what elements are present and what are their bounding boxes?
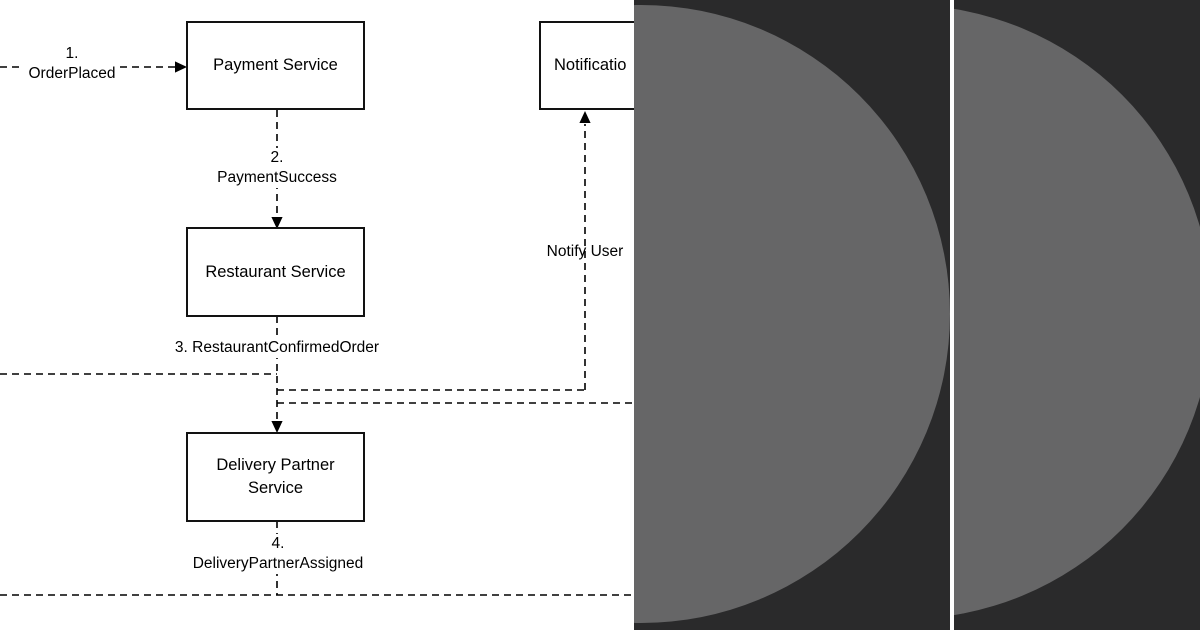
arrowhead-down-icon [271, 421, 283, 433]
node-delivery-partner-service-label: Delivery Partner Service [216, 456, 335, 497]
arrowhead-down-icon [271, 217, 283, 229]
edge-label-deliveryassigned-number: 4. [271, 535, 285, 552]
edge-label-notify-user: Notify User [546, 243, 624, 260]
edge-label-orderplaced-number: 1. [65, 45, 79, 62]
decorative-circle-right [954, 5, 1200, 619]
edge-label-restaurantconfirmed: 3. RestaurantConfirmedOrder [163, 338, 391, 358]
node-notification-service-label: Notificatio [554, 56, 627, 74]
decorative-circle-left [634, 5, 950, 623]
edge-label-deliveryassigned: 4. DeliveryPartnerAssigned [183, 534, 373, 574]
arrowhead-up-icon [579, 111, 591, 123]
node-restaurant-service-label: Restaurant Service [205, 262, 346, 281]
node-payment-service-label: Payment Service [213, 56, 338, 74]
node-delivery-partner-service: Delivery Partner Service [186, 432, 365, 522]
edge-label-paymentsuccess-number: 2. [270, 149, 284, 166]
dark-overlay-panel-left [634, 0, 950, 630]
edge-label-orderplaced: 1. OrderPlaced [24, 44, 120, 84]
edge-label-paymentsuccess: 2. PaymentSuccess [207, 148, 347, 188]
dark-overlay-panel-right [954, 0, 1200, 630]
edge-label-paymentsuccess-name: PaymentSuccess [217, 169, 337, 186]
edge-label-orderplaced-name: OrderPlaced [28, 65, 116, 82]
node-restaurant-service: Restaurant Service [186, 227, 365, 317]
node-payment-service: Payment Service [186, 21, 365, 110]
arrowhead-right-icon [175, 61, 187, 73]
edge-label-deliveryassigned-name: DeliveryPartnerAssigned [192, 555, 364, 572]
